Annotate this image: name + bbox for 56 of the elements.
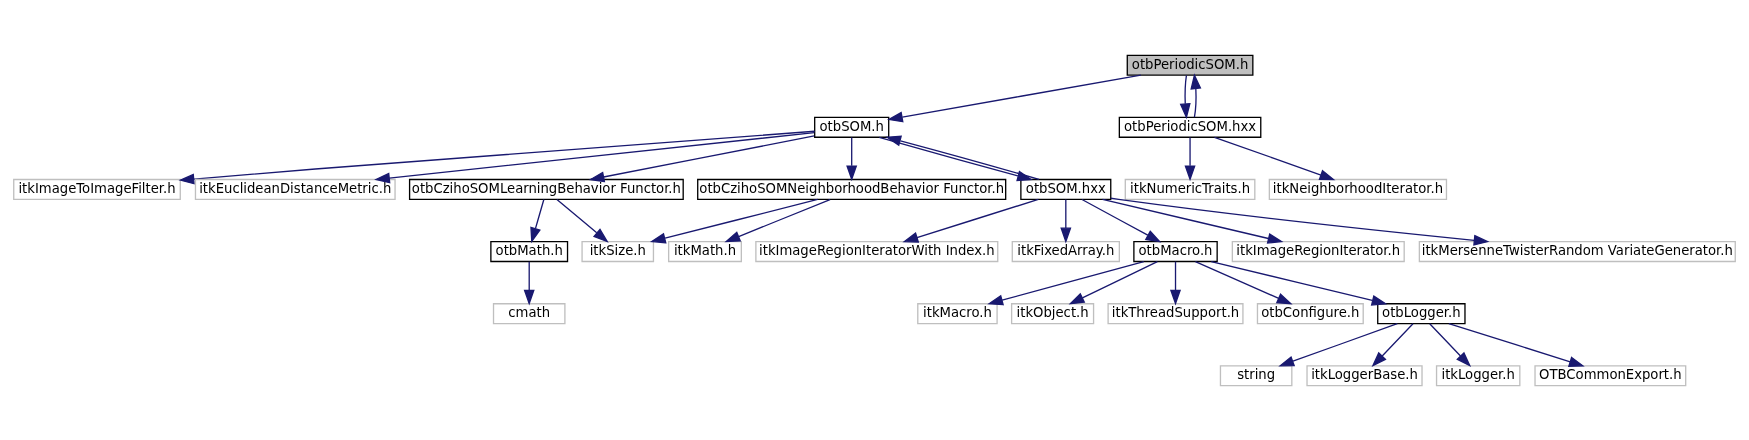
- arrow: [887, 74, 1142, 123]
- arrow: [1210, 260, 1388, 306]
- arrow: [1213, 136, 1336, 180]
- node-box: itkFixedArray.h: [1011, 240, 1120, 262]
- arrow: [846, 136, 858, 181]
- arrow: [1081, 198, 1162, 243]
- node-box: otbSOM.hxx: [1020, 178, 1112, 200]
- arrow: [649, 198, 819, 244]
- node-box: itkMersenneTwisterRandom VariateGenerator.h: [1418, 240, 1736, 262]
- node-box: itkThreadSupport.h: [1107, 302, 1244, 324]
- arrow: [523, 260, 535, 306]
- node-box: OTBCommonExport.h: [1534, 364, 1687, 386]
- node-box: otbMath.h: [490, 240, 569, 262]
- arrow: [987, 260, 1145, 305]
- node-box: itkImageToImageFilter.h: [13, 178, 181, 200]
- node-box: itkNeighborhoodIterator.h: [1268, 178, 1448, 200]
- node-box: itkNumericTraits.h: [1124, 178, 1256, 200]
- node-box: otbMacro.h: [1133, 240, 1218, 262]
- node-box: otbCzihoSOMLearningBehavior Functor.h: [408, 178, 684, 200]
- node-box: itkSize.h: [581, 240, 655, 262]
- arrow: [1448, 322, 1585, 367]
- node-box: itkEuclideanDistanceMetric.h: [194, 178, 396, 200]
- arrow: [724, 198, 831, 242]
- node-box: itkLoggerBase.h: [1306, 364, 1423, 386]
- arrow: [1278, 322, 1398, 366]
- arrow: [530, 198, 545, 243]
- arrow: [1429, 322, 1472, 367]
- node-box: itkObject.h: [1010, 302, 1095, 324]
- arrow: [556, 198, 609, 243]
- arrow: [588, 134, 815, 182]
- node-box: itkImageRegionIteratorWith Index.h: [755, 240, 999, 262]
- node-box: otbLogger.h: [1377, 302, 1466, 324]
- arrow: [1101, 198, 1284, 244]
- arrow: [178, 130, 816, 185]
- arrow: [1068, 260, 1159, 305]
- node-box: itkLogger.h: [1435, 364, 1521, 386]
- node-box: otbSOM.h: [814, 116, 890, 138]
- node-box: string: [1219, 364, 1293, 386]
- arrow: [1169, 260, 1182, 306]
- node-box: itkImageRegionIterator.h: [1231, 240, 1405, 262]
- arrow: [1184, 136, 1196, 181]
- arrow: [1060, 198, 1072, 243]
- node-box: otbCzihoSOMNeighborhoodBehavior Functor.h: [697, 178, 1007, 200]
- arrow: [1110, 197, 1490, 246]
- arrow: [374, 131, 815, 184]
- arrow: [902, 198, 1039, 243]
- arrow: [1194, 260, 1293, 305]
- arrow: [1179, 74, 1191, 119]
- node-box: cmath: [492, 302, 566, 324]
- node-box: otbPeriodicSOM.hxx: [1118, 116, 1262, 138]
- arrow: [1371, 322, 1414, 367]
- arrow: [1190, 72, 1202, 118]
- node-box: otbConfigure.h: [1256, 302, 1364, 324]
- node-box: otbPeriodicSOM.h: [1126, 54, 1254, 76]
- node-box: itkMacro.h: [917, 302, 998, 324]
- node-box: itkMath.h: [668, 240, 742, 262]
